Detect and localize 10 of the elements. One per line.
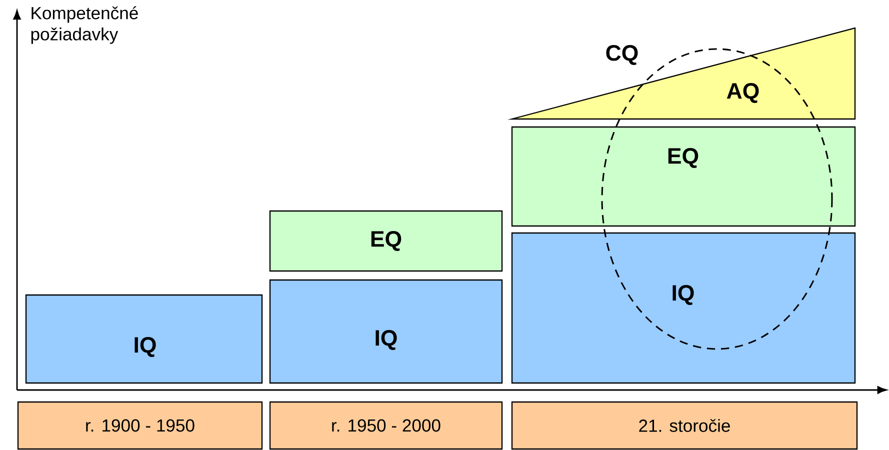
axis-label: Kompetenčné požiadavky <box>31 6 138 44</box>
block-box: IQ <box>25 294 263 384</box>
period-box: r. 1900 - 1950 <box>17 401 263 450</box>
block-box: EQ <box>511 126 856 227</box>
period-box: r. 1950 - 2000 <box>269 401 503 450</box>
block-box: IQ <box>269 279 503 384</box>
period-box: 21. storočie <box>511 401 858 450</box>
region-label: CQ <box>606 45 638 65</box>
block-box: IQ <box>511 232 856 384</box>
block-box: EQ <box>269 210 503 272</box>
